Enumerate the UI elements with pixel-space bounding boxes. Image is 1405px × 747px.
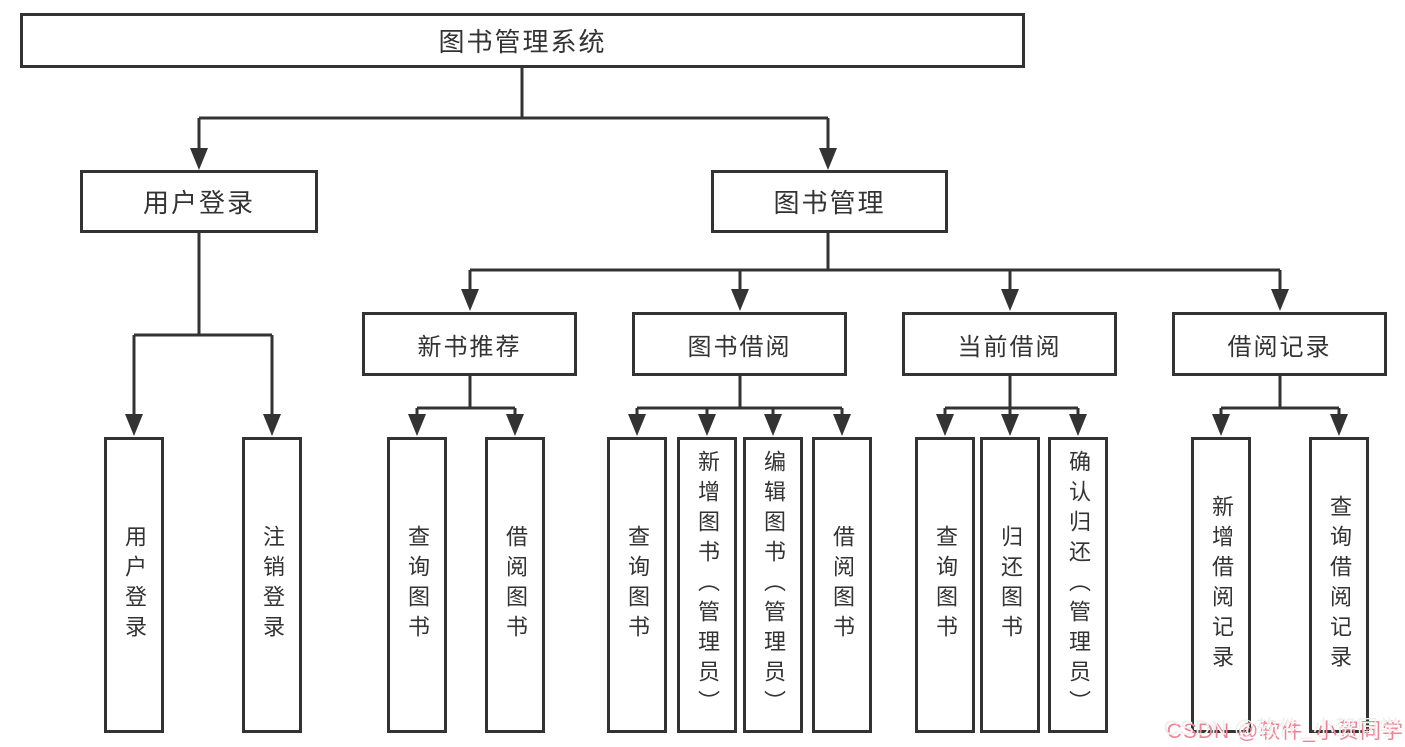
leaf-label: 编辑图书（管理员） [761, 450, 786, 720]
arrowheads [125, 148, 1348, 436]
arrow-down-icon [1271, 289, 1289, 311]
node-new-book-recommend: 新书推荐 [362, 312, 577, 376]
node-borrowing-records: 借阅记录 [1172, 312, 1387, 376]
leaf-label: 查询借阅记录 [1327, 495, 1352, 675]
csdn-watermark: CSDN @软件_小贺同学 [1163, 717, 1401, 740]
arrow-down-icon [1001, 289, 1019, 311]
leaf-cb-query-books: 查询图书 [915, 437, 975, 733]
arrow-down-icon [408, 414, 426, 436]
leaf-label: 新增图书（管理员） [695, 450, 720, 720]
arrow-down-icon [1212, 414, 1230, 436]
leaf-br-query-record: 查询借阅记录 [1309, 437, 1369, 733]
leaf-label: 查询图书 [625, 525, 650, 645]
node-user-login-branch: 用户登录 [80, 170, 318, 233]
leaf-cb-confirm-return-admin: 确认归还（管理员） [1048, 437, 1108, 733]
arrow-down-icon [461, 289, 479, 311]
arrow-down-icon [263, 414, 281, 436]
arrow-down-icon [1069, 414, 1087, 436]
node-book-management-branch: 图书管理 [711, 170, 948, 233]
connector-path [132, 68, 1341, 418]
leaf-label: 注销登录 [260, 525, 285, 645]
leaf-logout: 注销登录 [242, 437, 302, 733]
leaf-cb-return-books: 归还图书 [980, 437, 1040, 733]
arrow-down-icon [628, 414, 646, 436]
arrow-down-icon [1001, 414, 1019, 436]
arrow-down-icon [190, 148, 208, 170]
leaf-br-add-record: 新增借阅记录 [1191, 437, 1251, 733]
leaf-bb-edit-books-admin: 编辑图书（管理员） [743, 437, 803, 733]
arrow-down-icon [764, 414, 782, 436]
node-current-borrowing: 当前借阅 [902, 312, 1117, 376]
leaf-label: 归还图书 [998, 525, 1023, 645]
arrow-down-icon [936, 414, 954, 436]
leaf-nbr-borrow-books: 借阅图书 [485, 437, 545, 733]
leaf-label: 借阅图书 [503, 525, 528, 645]
leaf-label: 用户登录 [122, 525, 147, 645]
node-root-system: 图书管理系统 [20, 13, 1025, 68]
leaf-label: 确认归还（管理员） [1066, 450, 1091, 720]
leaf-user-login: 用户登录 [104, 437, 164, 733]
leaf-nbr-query-books: 查询图书 [387, 437, 447, 733]
leaf-bb-borrow-books: 借阅图书 [812, 437, 872, 733]
node-book-borrowing: 图书借阅 [632, 312, 847, 376]
arrow-down-icon [698, 414, 716, 436]
leaf-label: 新增借阅记录 [1209, 495, 1234, 675]
leaf-bb-query-books: 查询图书 [607, 437, 667, 733]
leaf-bb-add-books-admin: 新增图书（管理员） [677, 437, 737, 733]
arrow-down-icon [1330, 414, 1348, 436]
arrow-down-icon [506, 414, 524, 436]
leaf-label: 查询图书 [933, 525, 958, 645]
arrow-down-icon [833, 414, 851, 436]
arrow-down-icon [125, 414, 143, 436]
arrow-down-icon [731, 289, 749, 311]
arrow-down-icon [819, 148, 837, 170]
leaf-label: 查询图书 [405, 525, 430, 645]
leaf-label: 借阅图书 [830, 525, 855, 645]
